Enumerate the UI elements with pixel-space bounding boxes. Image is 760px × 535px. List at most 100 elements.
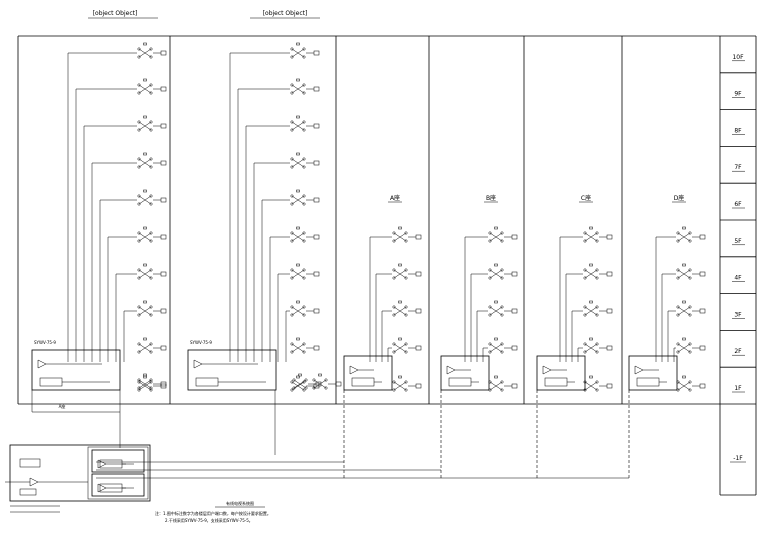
- outlet-port: [290, 388, 294, 392]
- outlet-port: [290, 91, 294, 95]
- outlet-port: [137, 388, 141, 392]
- tv-outlet: [137, 226, 167, 243]
- outlet-tag: [589, 375, 593, 379]
- outlet-port: [149, 165, 153, 169]
- outlet-port: [404, 388, 408, 392]
- outlet-terminal: [511, 383, 518, 389]
- outlet-terminal: [699, 383, 706, 389]
- outlet-tag: [494, 226, 498, 230]
- amplifier-box: [91, 473, 145, 497]
- outlet-port: [304, 386, 308, 390]
- outlet-port: [595, 276, 599, 280]
- amplifier-triangle: [97, 483, 107, 493]
- tv-outlet: [676, 263, 706, 280]
- outlet-terminal: [606, 271, 613, 277]
- floor-label: 3F: [734, 311, 742, 318]
- outlet-port: [583, 342, 587, 346]
- tv-outlet: [137, 373, 167, 390]
- outlet-port: [149, 342, 153, 346]
- unit-label: C座: [581, 194, 591, 202]
- tv-outlet: [583, 300, 613, 317]
- outlet-port: [137, 55, 141, 59]
- outlet-port: [392, 350, 396, 354]
- tv-outlet: [290, 226, 320, 243]
- outlet-stroke: [313, 379, 327, 389]
- outlet-port: [149, 305, 153, 309]
- outlet-port: [404, 313, 408, 317]
- tv-outlet: [312, 373, 342, 390]
- outlet-stroke: [291, 343, 305, 353]
- floor-label: 8F: [734, 127, 742, 134]
- outlet-stroke: [489, 381, 503, 391]
- tv-outlet: [488, 337, 518, 354]
- outlet-port: [290, 380, 294, 384]
- amplifier-frame: [91, 473, 145, 497]
- outlet-port: [290, 350, 294, 354]
- outlet-port: [290, 305, 294, 309]
- amplifier-meter: [351, 377, 375, 387]
- outlet-tag: [296, 189, 300, 193]
- outlet-port: [688, 231, 692, 235]
- tv-outlet: [137, 337, 167, 354]
- outlet-port: [392, 231, 396, 235]
- outlet-stroke: [677, 306, 691, 316]
- outlet-port: [583, 305, 587, 309]
- outlet-stroke: [584, 232, 598, 242]
- outlet-port: [302, 239, 306, 243]
- outlet-terminal: [315, 381, 322, 387]
- outlet-tag: [682, 226, 686, 230]
- outlet-stroke: [489, 232, 503, 242]
- outlet-port: [583, 276, 587, 280]
- outlet-stroke: [677, 232, 691, 242]
- outlet-tag: [398, 226, 402, 230]
- outlet-terminal: [415, 308, 422, 314]
- tv-outlet: [488, 375, 518, 392]
- outlet-tag: [589, 226, 593, 230]
- outlet-tag: [143, 189, 147, 193]
- outlet-port: [676, 239, 680, 243]
- outlet-stroke: [489, 306, 503, 316]
- floor-label: 5F: [734, 238, 742, 245]
- outlet-port: [688, 342, 692, 346]
- outlet-tag: [589, 300, 593, 304]
- outlet-stroke: [138, 232, 152, 242]
- outlet-port: [137, 128, 141, 132]
- floor-label-basement: -1F: [733, 455, 743, 462]
- amplifier-cable-label: SYWV-75-9: [34, 340, 56, 345]
- amplifier-cable-label: SYWV-75-9: [190, 340, 212, 345]
- outlet-port: [149, 276, 153, 280]
- outlet-port: [137, 120, 141, 124]
- outlet-terminal: [415, 383, 422, 389]
- outlet-port: [404, 305, 408, 309]
- outlet-port: [290, 239, 294, 243]
- tv-outlet: [292, 373, 322, 390]
- outlet-terminal: [160, 271, 167, 277]
- outlet-port: [149, 386, 153, 390]
- outlet-port: [500, 388, 504, 392]
- outlet-port: [290, 313, 294, 317]
- amplifier-box: [440, 355, 490, 391]
- outlet-tag: [143, 375, 147, 379]
- tv-outlet: [290, 189, 320, 206]
- outlet-stroke: [584, 306, 598, 316]
- outlet-stroke: [393, 269, 407, 279]
- tv-outlet: [488, 300, 518, 317]
- outlet-port: [137, 276, 141, 280]
- outlet-terminal: [160, 86, 167, 92]
- column-title-2: [object Object]: [263, 10, 308, 17]
- headend-title: 有线电视系统图: [226, 500, 254, 506]
- outlet-port: [676, 231, 680, 235]
- outlet-port: [595, 231, 599, 235]
- outlet-terminal: [160, 160, 167, 166]
- outlet-port: [149, 128, 153, 132]
- amplifier-triangle: [97, 459, 107, 469]
- outlet-stroke: [393, 381, 407, 391]
- outlet-port: [595, 342, 599, 346]
- outlet-port: [302, 165, 306, 169]
- outlet-port: [404, 276, 408, 280]
- outlet-tag: [398, 263, 402, 267]
- outlet-tag: [296, 263, 300, 267]
- outlet-port: [302, 305, 306, 309]
- outlet-port: [488, 268, 492, 272]
